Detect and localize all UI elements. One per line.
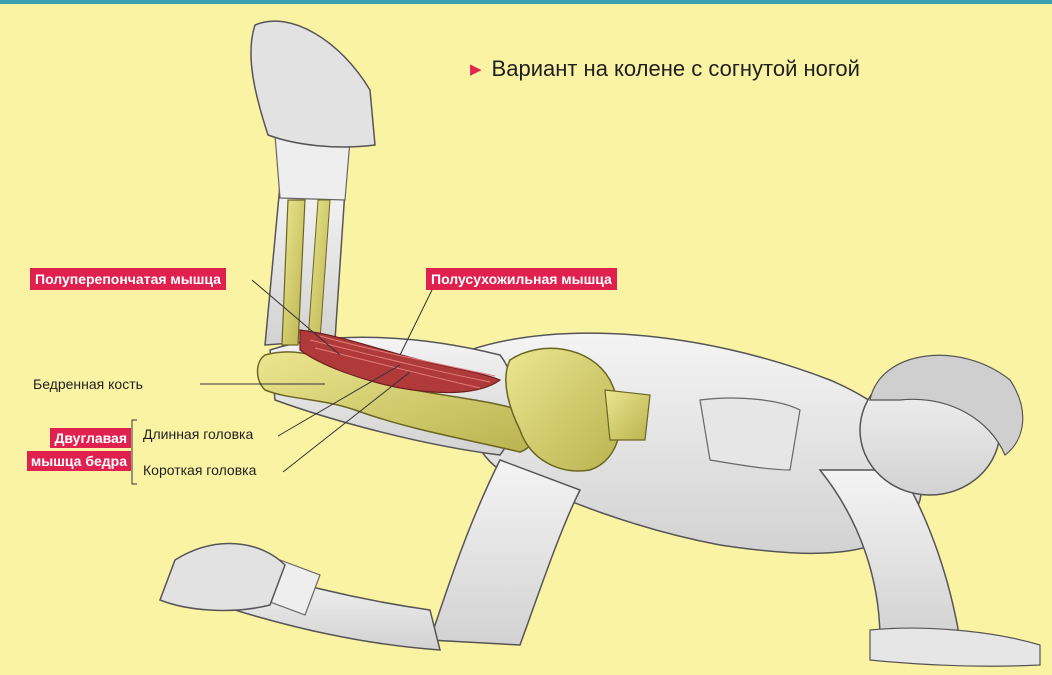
arm — [820, 470, 960, 640]
biceps-line-2: мышца бедра — [27, 451, 131, 471]
label-short-head: Короткая головка — [143, 462, 256, 478]
biceps-line-1: Двуглавая — [50, 428, 131, 448]
label-semitendinosus: Полусухожильная мышца — [426, 268, 617, 290]
label-femur: Бедренная кость — [33, 376, 143, 392]
raised-shoe — [251, 21, 375, 147]
figure-caption: ▶ Вариант на колене с согнутой ногой — [470, 56, 860, 82]
hand — [870, 628, 1040, 666]
sacrum — [605, 390, 650, 440]
shorts — [700, 398, 800, 470]
ground-shoe — [160, 544, 285, 611]
label-biceps-femoris: Двуглавая мышца бедра — [7, 428, 131, 474]
label-semimembranosus: Полуперепончатая мышца — [30, 268, 226, 290]
caption-text: Вариант на колене с согнутой ногой — [492, 56, 860, 82]
label-long-head: Длинная головка — [143, 426, 253, 442]
support-thigh — [430, 460, 580, 645]
triangle-right-icon: ▶ — [470, 62, 482, 77]
